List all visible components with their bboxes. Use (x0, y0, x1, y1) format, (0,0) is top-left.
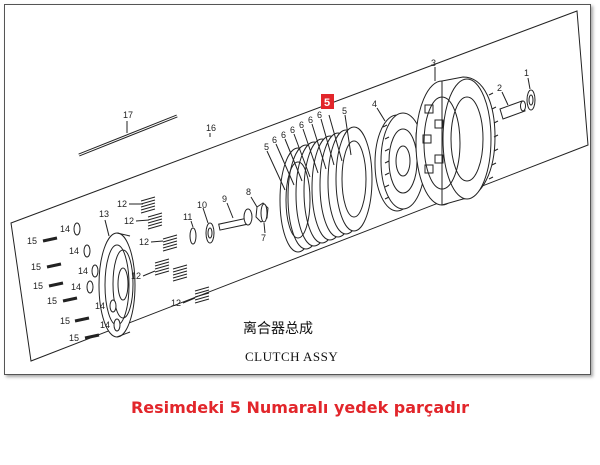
label-14b: 14 (69, 246, 79, 256)
bolts-15 (42, 236, 100, 340)
label-5a: 5 (264, 142, 269, 152)
label-3: 3 (431, 58, 436, 68)
label-12c: 12 (139, 237, 149, 247)
label-15e: 15 (60, 316, 70, 326)
label-14e: 14 (95, 301, 105, 311)
label-14a: 14 (60, 224, 70, 234)
label-9: 9 (222, 194, 227, 204)
springs-12 (140, 196, 210, 304)
pressure-plate-13 (98, 232, 136, 338)
washer-1 (526, 89, 536, 111)
label-15d: 15 (47, 296, 57, 306)
label-5b: 5 (342, 106, 347, 116)
label-15b: 15 (31, 262, 41, 272)
label-17: 17 (123, 110, 133, 120)
clutch-basket-3 (415, 76, 499, 206)
lifter-9 (218, 208, 253, 231)
clutch-exploded-diagram: 17 16 13 14 14 14 14 14 14 15 15 15 15 1… (10, 10, 589, 362)
label-2: 2 (497, 83, 502, 93)
label-6a: 6 (272, 135, 277, 145)
diagram-frame: 17 16 13 14 14 14 14 14 14 15 15 15 15 1… (4, 4, 591, 375)
label-10: 10 (197, 200, 207, 210)
label-12a: 12 (117, 199, 127, 209)
part-caption: Resimdeki 5 Numaralı yedek parçadır (130, 398, 470, 417)
sleeve-2 (499, 100, 526, 120)
label-6e: 6 (308, 115, 313, 125)
panel-outline (10, 10, 589, 362)
highlighted-part-number: 5 (324, 97, 330, 109)
label-14c: 14 (78, 266, 88, 276)
label-6c: 6 (290, 125, 295, 135)
label-16: 16 (206, 123, 216, 133)
washer-7 (260, 203, 268, 223)
plate-leaders (266, 114, 352, 191)
label-15a: 15 (27, 236, 37, 246)
label-15c: 15 (33, 281, 43, 291)
label-8: 8 (246, 187, 251, 197)
washers-14 (73, 222, 121, 332)
highlight-box-part-5 (321, 94, 334, 109)
label-7: 7 (261, 233, 266, 243)
label-12b: 12 (124, 216, 134, 226)
bearing-11 (189, 227, 197, 245)
label-1: 1 (524, 68, 529, 78)
label-6b: 6 (281, 130, 286, 140)
diagram-title-english: CLUTCH ASSY (245, 349, 339, 364)
label-6f: 6 (317, 110, 322, 120)
diagram-title-chinese: 离合器总成 (243, 321, 313, 337)
label-6d: 6 (299, 120, 304, 130)
label-4: 4 (372, 99, 377, 109)
label-12d: 12 (131, 271, 141, 281)
clutch-plate-stack (279, 126, 373, 253)
label-14d: 14 (71, 282, 81, 292)
washer-10 (205, 222, 215, 244)
label-11: 11 (183, 212, 192, 222)
label-13: 13 (99, 209, 109, 219)
label-12e: 12 (171, 298, 181, 308)
label-15f: 15 (69, 333, 79, 343)
label-14f: 14 (100, 320, 110, 330)
